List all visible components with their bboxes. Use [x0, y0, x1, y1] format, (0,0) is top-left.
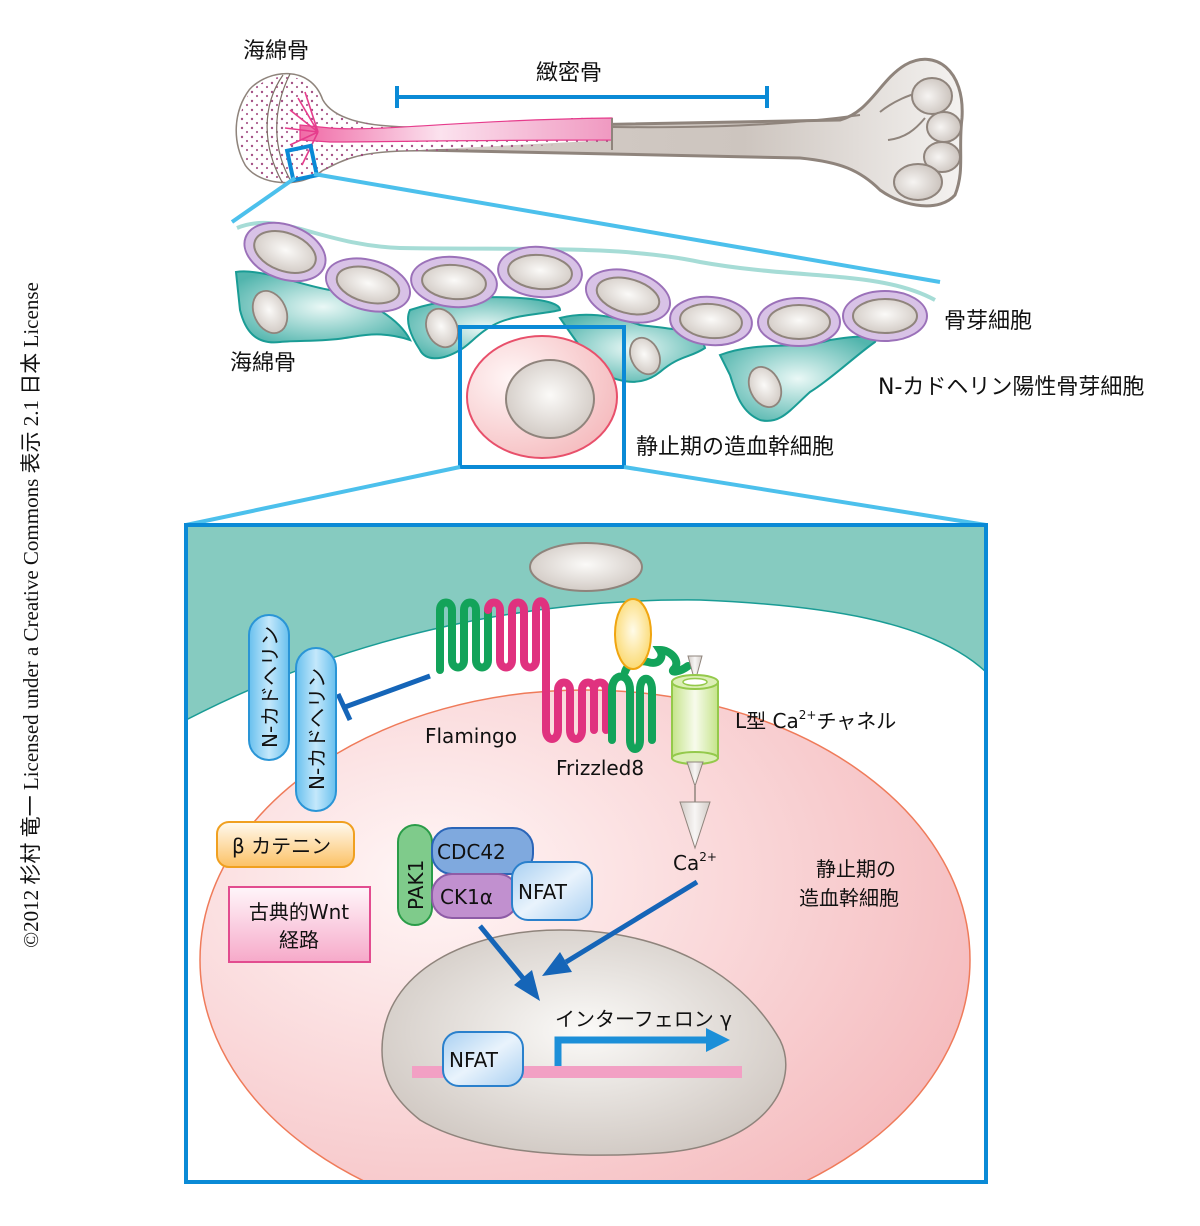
ncadherin-2-label: N-カドヘリン — [305, 668, 329, 790]
bone-surface-line — [236, 220, 936, 302]
ncad-osteoblast-label: N-カドヘリン陽性骨芽細胞 — [878, 375, 1144, 400]
nfat-nucleus-box: NFAT — [442, 1031, 524, 1087]
marrow-branches — [284, 91, 319, 166]
ck1a-box: CK1α — [431, 873, 519, 919]
compact-bone-label: 緻密骨 — [536, 61, 602, 86]
inhibition-arrow — [335, 673, 431, 722]
flamingo-receptor — [436, 597, 610, 743]
canonical-wnt-label-line1: 古典的Wnt — [249, 900, 349, 924]
flamingo-label: Flamingo — [425, 724, 517, 748]
l-type-ca-channel-label: L型 Ca2+チャネル — [735, 708, 896, 733]
canonical-wnt-label-line2: 経路 — [279, 928, 319, 952]
hsc-nucleus — [505, 359, 595, 439]
bone-illustration: 海綿骨 緻密骨 — [235, 39, 964, 208]
hsc-label: 静止期の造血幹細胞 — [636, 435, 834, 460]
bone-zoom-box — [284, 143, 320, 183]
detail-osteoblast-region — [186, 525, 986, 720]
niche-spongy-label: 海綿骨 — [230, 351, 296, 376]
ncad-osteoblast-cell — [718, 335, 877, 422]
cdc42-box: CDC42 — [431, 827, 534, 875]
detail-osteoblast-nucleus — [529, 542, 643, 592]
frizzled8-label: Frizzled8 — [556, 756, 644, 780]
l-type-ca-channel — [671, 655, 719, 850]
niche-illustration: 海綿骨 骨芽細胞 N-カドヘリン陽性骨芽細胞 静止期の造血幹細胞 — [230, 220, 1144, 469]
pak1-box: PAK1 — [397, 824, 433, 926]
spongy-bone-label: 海綿骨 — [243, 39, 309, 64]
beta-catenin-box: β カテニン — [216, 821, 355, 868]
bone-distal-end — [879, 77, 962, 201]
transcription-arrow — [554, 1036, 710, 1066]
nfat-nucleus-label: NFAT — [449, 1048, 499, 1072]
wnt-ligand — [614, 598, 652, 670]
canonical-wnt-box: 古典的Wnt 経路 — [228, 886, 371, 963]
ca-ion-label: Ca2+ — [673, 850, 717, 875]
zoom-lines-1 — [230, 172, 941, 284]
ncadherin-1: N-カドヘリン — [248, 614, 290, 761]
ncadherin-2: N-カドヘリン — [295, 647, 337, 812]
ifn-gamma-gene-label: インターフェロン γ — [555, 1007, 732, 1031]
detail-hsc-label-line2: 造血幹細胞 — [799, 886, 899, 910]
nfat-cytoplasm-box: NFAT — [511, 861, 593, 921]
ncadherin-1-label: N-カドヘリン — [258, 626, 282, 748]
osteoblast-cells — [243, 221, 928, 347]
transcription-arrowhead — [706, 1028, 730, 1052]
pak1-label: PAK1 — [404, 860, 428, 910]
detail-panel: N-カドヘリン N-カドヘリン Flamingo Frizzled8 L型 Ca… — [184, 523, 988, 1184]
beta-catenin-label: β カテニン — [232, 834, 331, 858]
activation-arrows — [478, 879, 699, 1001]
nfat-cytoplasm-label: NFAT — [518, 880, 568, 904]
compact-bone-bracket — [395, 86, 769, 108]
detail-panel-border — [184, 523, 988, 1184]
hsc-zoom-box — [458, 325, 626, 469]
zoom-lines-2 — [185, 465, 987, 527]
trabecular-lines — [266, 73, 293, 184]
shaft-line — [611, 114, 861, 129]
osteoblast-label: 骨芽細胞 — [944, 309, 1032, 334]
detail-hsc-label-line1: 静止期の — [816, 857, 896, 881]
cdc42-label: CDC42 — [437, 840, 506, 864]
ck1a-label: CK1α — [440, 885, 493, 909]
